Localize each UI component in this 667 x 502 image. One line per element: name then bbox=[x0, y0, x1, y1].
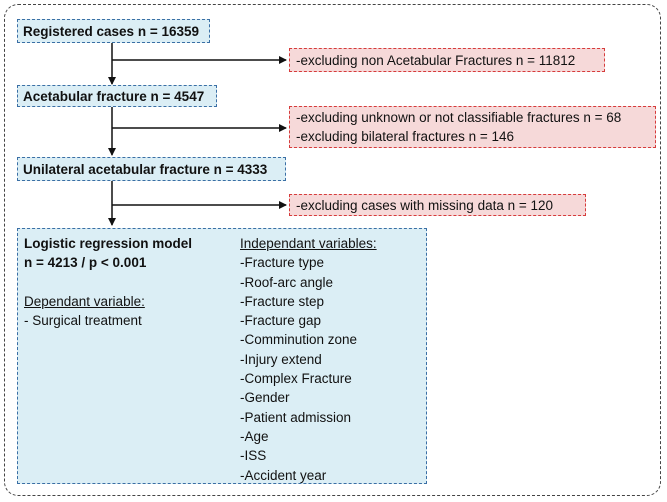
independent-item: -Fracture type bbox=[240, 255, 325, 271]
independent-item: -Fracture gap bbox=[240, 313, 322, 329]
dependent-item: - Surgical treatment bbox=[24, 313, 142, 329]
acetabular-fracture-box: Acetabular fracture n = 4547 bbox=[17, 85, 217, 107]
independent-item: -Fracture step bbox=[240, 293, 325, 309]
model-left-column: Logistic regression model n = 4213 / p <… bbox=[24, 234, 192, 330]
unilateral-fracture-box: Unilateral acetabular fracture n = 4333 bbox=[17, 157, 286, 181]
exclusion-unclassifiable: -excluding unknown or not classifiable f… bbox=[296, 110, 622, 125]
independent-item: -Age bbox=[240, 428, 269, 444]
registered-cases-label: Registered cases n = 16359 bbox=[23, 23, 199, 39]
independent-item: -ISS bbox=[240, 448, 267, 464]
exclusion-bilateral: -excluding bilateral fractures n = 146 bbox=[296, 129, 514, 144]
regression-model-box: Logistic regression model n = 4213 / p <… bbox=[17, 228, 427, 484]
model-title: Logistic regression model bbox=[24, 236, 193, 251]
unilateral-fracture-label: Unilateral acetabular fracture n = 4333 bbox=[23, 161, 268, 177]
independent-item: -Comminution zone bbox=[240, 332, 358, 348]
exclusion-box-2: -excluding unknown or not classifiable f… bbox=[289, 106, 656, 148]
dependent-heading: Dependant variable: bbox=[24, 293, 145, 309]
independent-item: -Complex Fracture bbox=[240, 371, 352, 387]
model-right-column: Independant variables: -Fracture type -R… bbox=[240, 234, 377, 485]
independent-heading: Independant variables: bbox=[240, 236, 377, 251]
registered-cases-box: Registered cases n = 16359 bbox=[17, 19, 210, 43]
independent-item: -Gender bbox=[240, 390, 290, 406]
independent-item: -Accident year bbox=[240, 467, 327, 483]
independent-item: -Injury extend bbox=[240, 351, 322, 367]
acetabular-fracture-label: Acetabular fracture n = 4547 bbox=[23, 88, 205, 104]
exclusion-box-3: -excluding cases with missing data n = 1… bbox=[289, 194, 586, 216]
model-stats: n = 4213 / p < 0.001 bbox=[24, 255, 147, 271]
spacer bbox=[24, 273, 192, 292]
exclusion-non-acetabular: -excluding non Acetabular Fractures n = … bbox=[296, 52, 576, 68]
exclusion-box-1: -excluding non Acetabular Fractures n = … bbox=[289, 48, 605, 72]
exclusion-missing-data: -excluding cases with missing data n = 1… bbox=[296, 197, 554, 213]
independent-item: -Roof-arc angle bbox=[240, 274, 334, 290]
outer-frame bbox=[4, 4, 661, 496]
independent-item: -Patient admission bbox=[240, 409, 352, 425]
